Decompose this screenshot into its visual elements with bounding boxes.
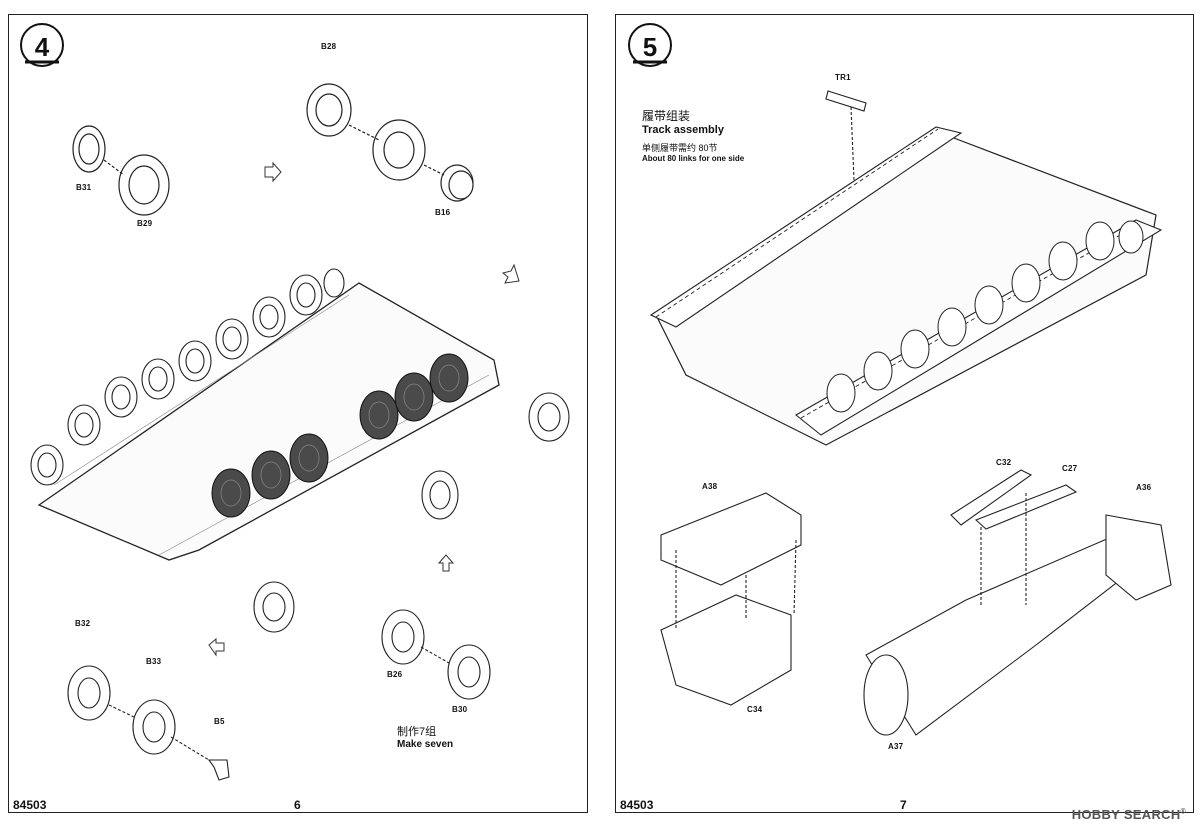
product-code: 84503 — [620, 798, 654, 812]
shaded-road-wheels-drawing — [211, 353, 469, 518]
part-label-c27: C27 — [1062, 464, 1078, 473]
make-seven-note: 制作7组 Make seven — [397, 723, 453, 750]
hull-rear-assembly-drawing — [863, 469, 1172, 736]
note-cn: 制作7组 — [397, 726, 437, 738]
tracked-road-wheels-drawing — [826, 220, 1144, 413]
road-wheels-row-drawing — [30, 268, 345, 486]
note-sub-en: About 80 links for one side — [642, 154, 745, 163]
watermark-reg: ® — [1180, 808, 1186, 816]
part-label-a36: A36 — [1136, 483, 1152, 492]
svg-text:4: 4 — [35, 32, 50, 62]
part-label-b29: B29 — [137, 219, 153, 228]
part-label-c32: C32 — [996, 458, 1012, 467]
product-code: 84503 — [13, 798, 47, 812]
note-sub-cn: 单侧履带需约 80节 — [642, 143, 718, 153]
svg-text:5: 5 — [643, 32, 657, 62]
page-number: 6 — [294, 798, 301, 812]
part-label-b30: B30 — [452, 705, 468, 714]
instruction-page-right: 5 — [615, 14, 1194, 813]
loose-wheels-drawing — [67, 470, 491, 781]
direction-arrow-icon — [208, 161, 520, 657]
watermark-text: HOBBY SEARCH — [1071, 807, 1181, 822]
note-title-cn: 履带组装 — [642, 109, 691, 123]
part-label-c34: C34 — [747, 705, 763, 714]
step-badge-icon: 4 — [20, 23, 64, 67]
part-label-tr1: TR1 — [835, 73, 851, 82]
part-label-b5: B5 — [214, 717, 225, 726]
note-en: Make seven — [397, 739, 454, 750]
sprocket-right-drawing — [528, 392, 570, 442]
tracked-hull-drawing — [649, 126, 1163, 446]
part-label-a38: A38 — [702, 482, 718, 491]
note-title-en: Track assembly — [642, 124, 724, 136]
track-link-tr1-drawing — [825, 90, 867, 181]
step-badge-icon: 5 — [628, 23, 672, 67]
wheel-b31-b29-drawing — [72, 125, 170, 216]
part-label-b31: B31 — [76, 183, 92, 192]
hull-floor-a38-c34-drawing — [660, 492, 802, 706]
step4-assembly-drawing: 4 — [20, 23, 570, 781]
part-label-b32: B32 — [75, 619, 91, 628]
track-assembly-note: 履带组装 Track assembly 单侧履带需约 80节 About 80 … — [642, 107, 744, 163]
page-number: 7 — [900, 798, 907, 812]
watermark: HOBBY SEARCH® — [1072, 807, 1186, 822]
part-label-a37: A37 — [888, 742, 904, 751]
part-label-b33: B33 — [146, 657, 162, 666]
part-label-b26: B26 — [387, 670, 403, 679]
part-label-b28: B28 — [321, 42, 337, 51]
step5-assembly-drawing: 5 — [628, 23, 1172, 736]
instruction-page-left: 4 — [8, 14, 588, 813]
sprocket-b28-drawing — [306, 83, 474, 202]
part-label-b16: B16 — [435, 208, 451, 217]
